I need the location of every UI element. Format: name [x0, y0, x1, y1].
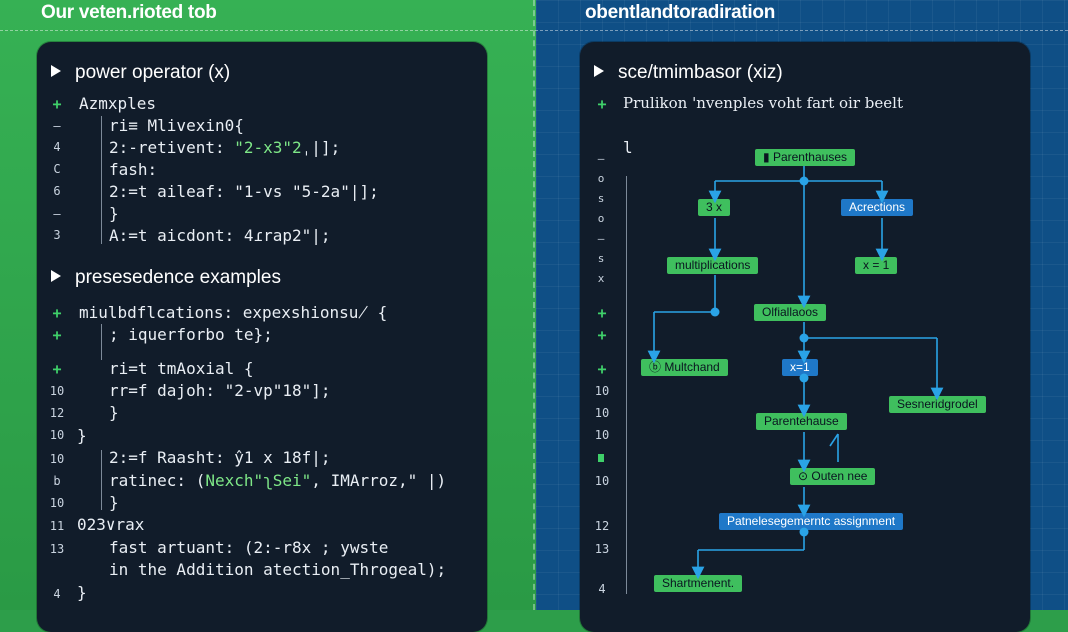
code-line: 2:=f Raasht: ŷ1 x 18f|;: [109, 448, 331, 467]
code-line: ri=t tmAoxial {: [109, 359, 254, 378]
gutter-mark: +: [52, 95, 62, 113]
gutter-mark: –: [53, 207, 61, 221]
gutter-mark: o: [597, 212, 605, 225]
code-line: }: [109, 403, 119, 422]
heading-label: sce/tmimbasor (xiz): [618, 62, 783, 83]
heading-label: power operator (x): [75, 62, 231, 83]
diagram-edges: [647, 166, 944, 580]
gutter-mark: 10: [49, 384, 65, 398]
gutter-mark: 10: [49, 452, 65, 466]
indent-guide: [101, 324, 102, 360]
code-line: 023∨rax: [77, 515, 145, 534]
node-outenee[interactable]: ⊙ Outen nee: [790, 468, 876, 485]
gutter-marker: [598, 454, 604, 462]
gutter-mark: –: [597, 232, 605, 245]
node-3x[interactable]: 3 x: [698, 199, 731, 216]
gutter-mark: 10: [594, 406, 610, 420]
indent-guide: [626, 176, 627, 594]
node-multiplications[interactable]: multiplications: [667, 257, 759, 274]
edge-junction: [799, 333, 809, 343]
gutter-mark: C: [53, 162, 61, 176]
code-line: Azmxples: [79, 94, 157, 113]
node-multchand[interactable]: ⓑ Multchand: [641, 359, 728, 376]
gutter-mark: 13: [594, 542, 610, 556]
edge-junction: [710, 307, 720, 317]
expand-triangle-icon[interactable]: [51, 65, 61, 77]
code-line: ; iquerforbo te};: [109, 325, 273, 344]
gutter-mark: –: [597, 152, 605, 165]
edge: [829, 433, 839, 447]
code-line: 2:=t aileaf: "1-vs "5-2a"|];: [109, 182, 379, 201]
gutter-mark: 12: [49, 406, 65, 420]
section-heading-precedence[interactable]: presesedence examples: [51, 267, 281, 289]
code-line: rr=f dajoh: "2-vp"18"];: [109, 381, 331, 400]
code-line: fash:: [109, 160, 158, 179]
edge-junction: [799, 176, 809, 186]
gutter-mark: 4: [598, 582, 606, 596]
gutter-mark: o: [597, 172, 605, 185]
expand-triangle-icon[interactable]: [594, 65, 604, 77]
expand-triangle-icon[interactable]: [51, 270, 61, 282]
indent-guide: [101, 450, 102, 510]
section-heading-scope[interactable]: sce/tmimbasor (xiz): [594, 62, 783, 84]
gutter-mark: 10: [594, 474, 610, 488]
node-parenthauses[interactable]: ▮ Parenthauses: [755, 149, 855, 166]
header-divider: [0, 30, 1068, 31]
gutter-mark: +: [597, 95, 607, 113]
section-heading-power-operator[interactable]: power operator (x): [51, 62, 230, 84]
code-line: ratinec: (Nexch"ʅSei", IMArroz," |): [109, 471, 447, 490]
code-line: l: [623, 138, 633, 157]
gutter-mark: 4: [53, 140, 61, 154]
gutter-mark: b: [53, 474, 61, 488]
gutter-mark: 6: [53, 184, 61, 198]
indent-guide: [101, 116, 102, 244]
gutter-mark: +: [52, 360, 62, 378]
code-line: A:=t aicdont: 4ɾrap2"|;: [109, 226, 331, 245]
gutter-mark: 4: [53, 587, 61, 601]
edge-junction: [799, 373, 809, 383]
heading-label: presesedence examples: [75, 267, 281, 288]
node-acrections[interactable]: Acrections: [841, 199, 914, 216]
gutter-mark: +: [597, 326, 607, 344]
node-parentehause[interactable]: Parentehause: [756, 413, 847, 430]
gutter-mark: 3: [53, 228, 61, 242]
gutter-mark: 11: [49, 519, 65, 533]
gutter-mark: 10: [594, 384, 610, 398]
code-line: }: [77, 583, 87, 602]
center-divider: [533, 0, 535, 610]
code-line: miulbdflcations: expexshionsu̸ {: [79, 303, 388, 322]
code-line: }: [77, 426, 87, 445]
gutter-mark: 12: [594, 519, 610, 533]
gutter-mark: 10: [49, 428, 65, 442]
gutter-mark: 10: [594, 428, 610, 442]
code-line: }: [109, 204, 119, 223]
code-line: fast artuant: (2:-r8x ; ywste: [109, 538, 389, 557]
gutter-mark: 13: [49, 542, 65, 556]
gutter-mark: –: [53, 119, 61, 133]
gutter-mark: x: [597, 272, 605, 285]
left-header-title: Our veten.rioted tob: [41, 2, 217, 23]
gutter-mark: 10: [49, 496, 65, 510]
node-shartmenent[interactable]: Shartmenent.: [654, 575, 743, 592]
code-line: in the Addition atection_Throgeal);: [109, 560, 447, 579]
node-assignment[interactable]: Patnelesegemerntc assignment: [719, 513, 904, 530]
gutter-mark: s: [597, 252, 605, 265]
gutter-mark: +: [52, 304, 62, 322]
edge-junction: [799, 527, 809, 537]
gutter-mark: s: [597, 192, 605, 205]
left-code-panel: power operator (x) + – 4 C 6 – 3 Azmxple…: [37, 42, 487, 632]
code-line: }: [109, 493, 119, 512]
gutter-mark: +: [597, 304, 607, 322]
diagram-subtitle: Prulikon 'nvenples voht fart oir beelt: [623, 94, 903, 112]
code-line: ri≡ Mlivexin0{: [109, 116, 244, 135]
code-line: 2:-retivent: "2-x3"2ˌ|];: [109, 138, 341, 157]
right-header-title: obentlandtoradiration: [585, 2, 776, 23]
gutter-mark: +: [597, 360, 607, 378]
node-sesneridgrodel[interactable]: Sesneridgrodel: [889, 396, 986, 413]
gutter-mark: +: [52, 326, 62, 344]
